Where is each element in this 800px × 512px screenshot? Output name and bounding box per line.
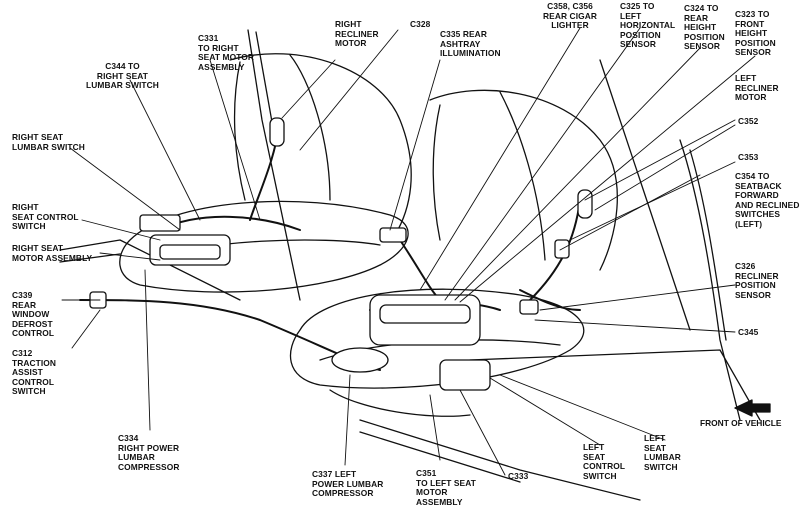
leader-lines (61, 27, 756, 476)
components (89, 117, 593, 391)
front-arrow-icon (734, 399, 771, 417)
vehicle-body-lines (59, 29, 761, 501)
label-c352: C352 (738, 116, 759, 126)
label-c333: C333 (508, 471, 529, 481)
right-seat-outline (119, 53, 412, 293)
label-c345: C345 (738, 327, 759, 337)
label-c353: C353 (738, 152, 759, 162)
label-c328: C328 (410, 19, 431, 29)
label-front-of-vehicle: FRONT OF VEHICLE (700, 418, 782, 428)
